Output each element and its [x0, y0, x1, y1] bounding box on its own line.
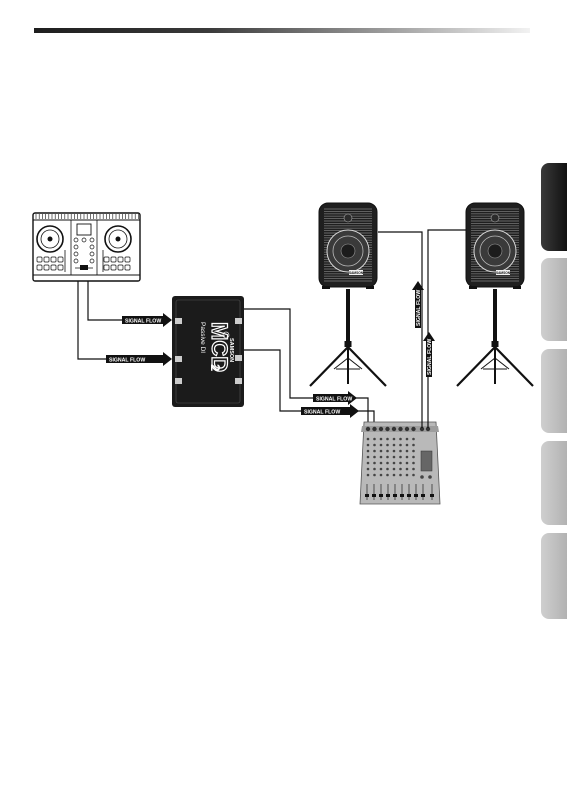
- signal-flow-arrow-6: SIGNAL FLOW: [423, 332, 435, 377]
- right-speaker: SAMSON: [457, 203, 533, 386]
- svg-text:SIGNAL FLOW: SIGNAL FLOW: [125, 319, 161, 325]
- di-brand: SAMSON: [228, 338, 234, 362]
- signal-flow-arrow-1: SIGNAL FLOW: [122, 313, 172, 327]
- cable-mixer-to-left-speaker: [378, 232, 422, 428]
- signal-flow-arrow-2: SIGNAL FLOW: [106, 352, 172, 366]
- signal-flow-arrow-3: SIGNAL FLOW: [313, 391, 357, 405]
- svg-text:SAMSON: SAMSON: [496, 271, 511, 275]
- dj-controller: [33, 213, 140, 281]
- svg-text:SIGNAL FLOW: SIGNAL FLOW: [416, 290, 422, 326]
- svg-text:SIGNAL FLOW: SIGNAL FLOW: [304, 410, 340, 416]
- svg-text:SIGNAL FLOW: SIGNAL FLOW: [109, 358, 145, 364]
- di-model-subtitle: Passive DI: [199, 322, 206, 353]
- signal-flow-arrow-4: SIGNAL FLOW: [301, 404, 359, 418]
- mixer: [360, 422, 440, 504]
- left-speaker: SAMSON: [310, 203, 386, 386]
- svg-text:SIGNAL FLOW: SIGNAL FLOW: [316, 397, 352, 403]
- cable-di-to-mixer-2: [244, 350, 374, 428]
- cable-mixer-to-right-speaker: [428, 230, 468, 428]
- di-model-number: 2: [208, 364, 223, 371]
- svg-text:SAMSON: SAMSON: [349, 271, 364, 275]
- svg-text:SIGNAL FLOW: SIGNAL FLOW: [427, 339, 433, 375]
- mcd2-di-box: MCD 2 Passive DI SAMSON: [172, 296, 244, 407]
- cable-dj-left: [88, 281, 170, 320]
